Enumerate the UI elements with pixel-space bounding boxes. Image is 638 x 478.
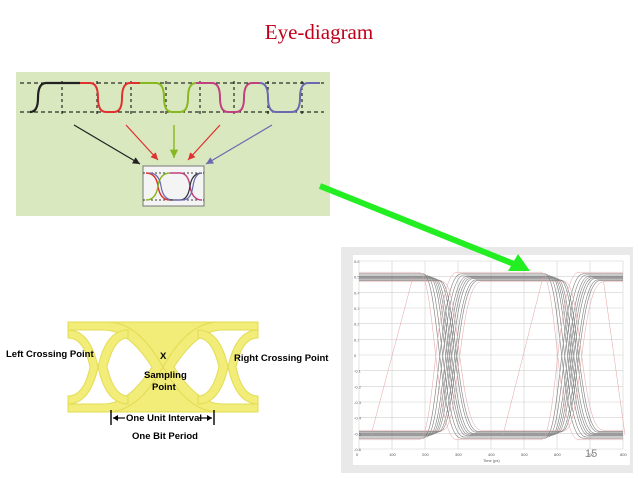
eye-trace (359, 273, 623, 439)
x-tick-label: 300 (455, 452, 462, 457)
eye-trace (359, 273, 623, 439)
x-axis-label: Time (ps) (483, 458, 500, 463)
eye-trace (359, 280, 623, 432)
waveform-segment-blue (259, 82, 320, 113)
x-tick-label: 200 (422, 452, 429, 457)
sampling-x-mark: X (160, 351, 167, 362)
interval-arrowhead-left (113, 415, 118, 421)
eye-trace (359, 281, 623, 431)
eye-trace (602, 276, 626, 436)
y-tick-label: -0.1 (354, 369, 362, 374)
waveform-segment-red (80, 82, 140, 113)
eye-trace (359, 276, 623, 436)
sampling-label: Sampling (144, 370, 187, 381)
eye-trace (359, 276, 623, 436)
x-tick-label: 500 (521, 452, 528, 457)
y-tick-label: 0.1 (354, 337, 360, 342)
y-tick-label: 0.2 (354, 322, 360, 327)
waveform-segment-green (140, 82, 197, 113)
y-tick-label: -0.3 (354, 400, 362, 405)
eye-trace (359, 279, 623, 433)
arrow-red-2 (187, 124, 221, 161)
slide-title: Eye-diagram (264, 20, 374, 44)
y-tick-label: 0.3 (354, 306, 360, 311)
eye-trace (502, 276, 544, 436)
left-crossing-label: Left Crossing Point (6, 349, 94, 360)
eye-trace (359, 278, 623, 434)
waveform-segment-black (29, 81, 80, 114)
eye-trace (359, 280, 623, 432)
x-tick-label: 700 (587, 452, 594, 457)
measured-eye-screenshot: 0.6 0.5 0.4 0.3 0.2 0.1 0 -0.1 -0.2 -0.3 -0.4 -0.5 -… (341, 247, 633, 473)
unit-interval-label: One Unit Interval (126, 413, 203, 424)
y-tick-label: -0.2 (354, 384, 362, 389)
eye-trace (359, 281, 623, 431)
bitstream-diagram (20, 81, 324, 207)
y-tick-label: 0.6 (354, 259, 360, 264)
eye-trace (359, 277, 623, 435)
y-tick-label: 0.4 (354, 290, 360, 295)
y-tick-label: -0.4 (354, 416, 362, 421)
eye-trace (359, 277, 623, 435)
arrow-blue (205, 124, 273, 165)
eye-thumbnail (142, 165, 205, 207)
x-tick-label: 400 (488, 452, 495, 457)
arrow-black (73, 124, 141, 165)
x-tick-label: 800 (620, 452, 627, 457)
page-number: 15 (585, 448, 598, 460)
eye-shape (67, 321, 259, 413)
arrow-red (125, 124, 159, 161)
waveform-segment-magenta (196, 82, 260, 113)
scope-plot-area: 0.6 0.5 0.4 0.3 0.2 0.1 0 -0.1 -0.2 -0.3 -0.4 -0.5 -… (353, 255, 630, 465)
eye-trace (359, 278, 623, 434)
x-tick-label: 100 (389, 452, 396, 457)
right-crossing-label: Right Crossing Point (234, 353, 329, 364)
point-label: Point (152, 382, 176, 393)
y-tick-label: 0.5 (354, 275, 360, 280)
eye-trace (370, 276, 414, 436)
bit-period-label: One Bit Period (132, 431, 198, 442)
y-tick-label: -0.6 (354, 447, 362, 452)
scope-plot: 0.6 0.5 0.4 0.3 0.2 0.1 0 -0.1 -0.2 -0.3 -0.4 -0.5 -… (354, 259, 627, 463)
interval-arrowhead-right (207, 415, 212, 421)
y-tick-label: -0.5 (354, 431, 362, 436)
eye-trace (359, 271, 623, 441)
y-tick-label: 0 (354, 353, 357, 358)
eye-trace (359, 279, 623, 433)
eye-trace (359, 271, 623, 441)
x-tick-label: 600 (554, 452, 561, 457)
x-tick-label: 0 (356, 452, 359, 457)
